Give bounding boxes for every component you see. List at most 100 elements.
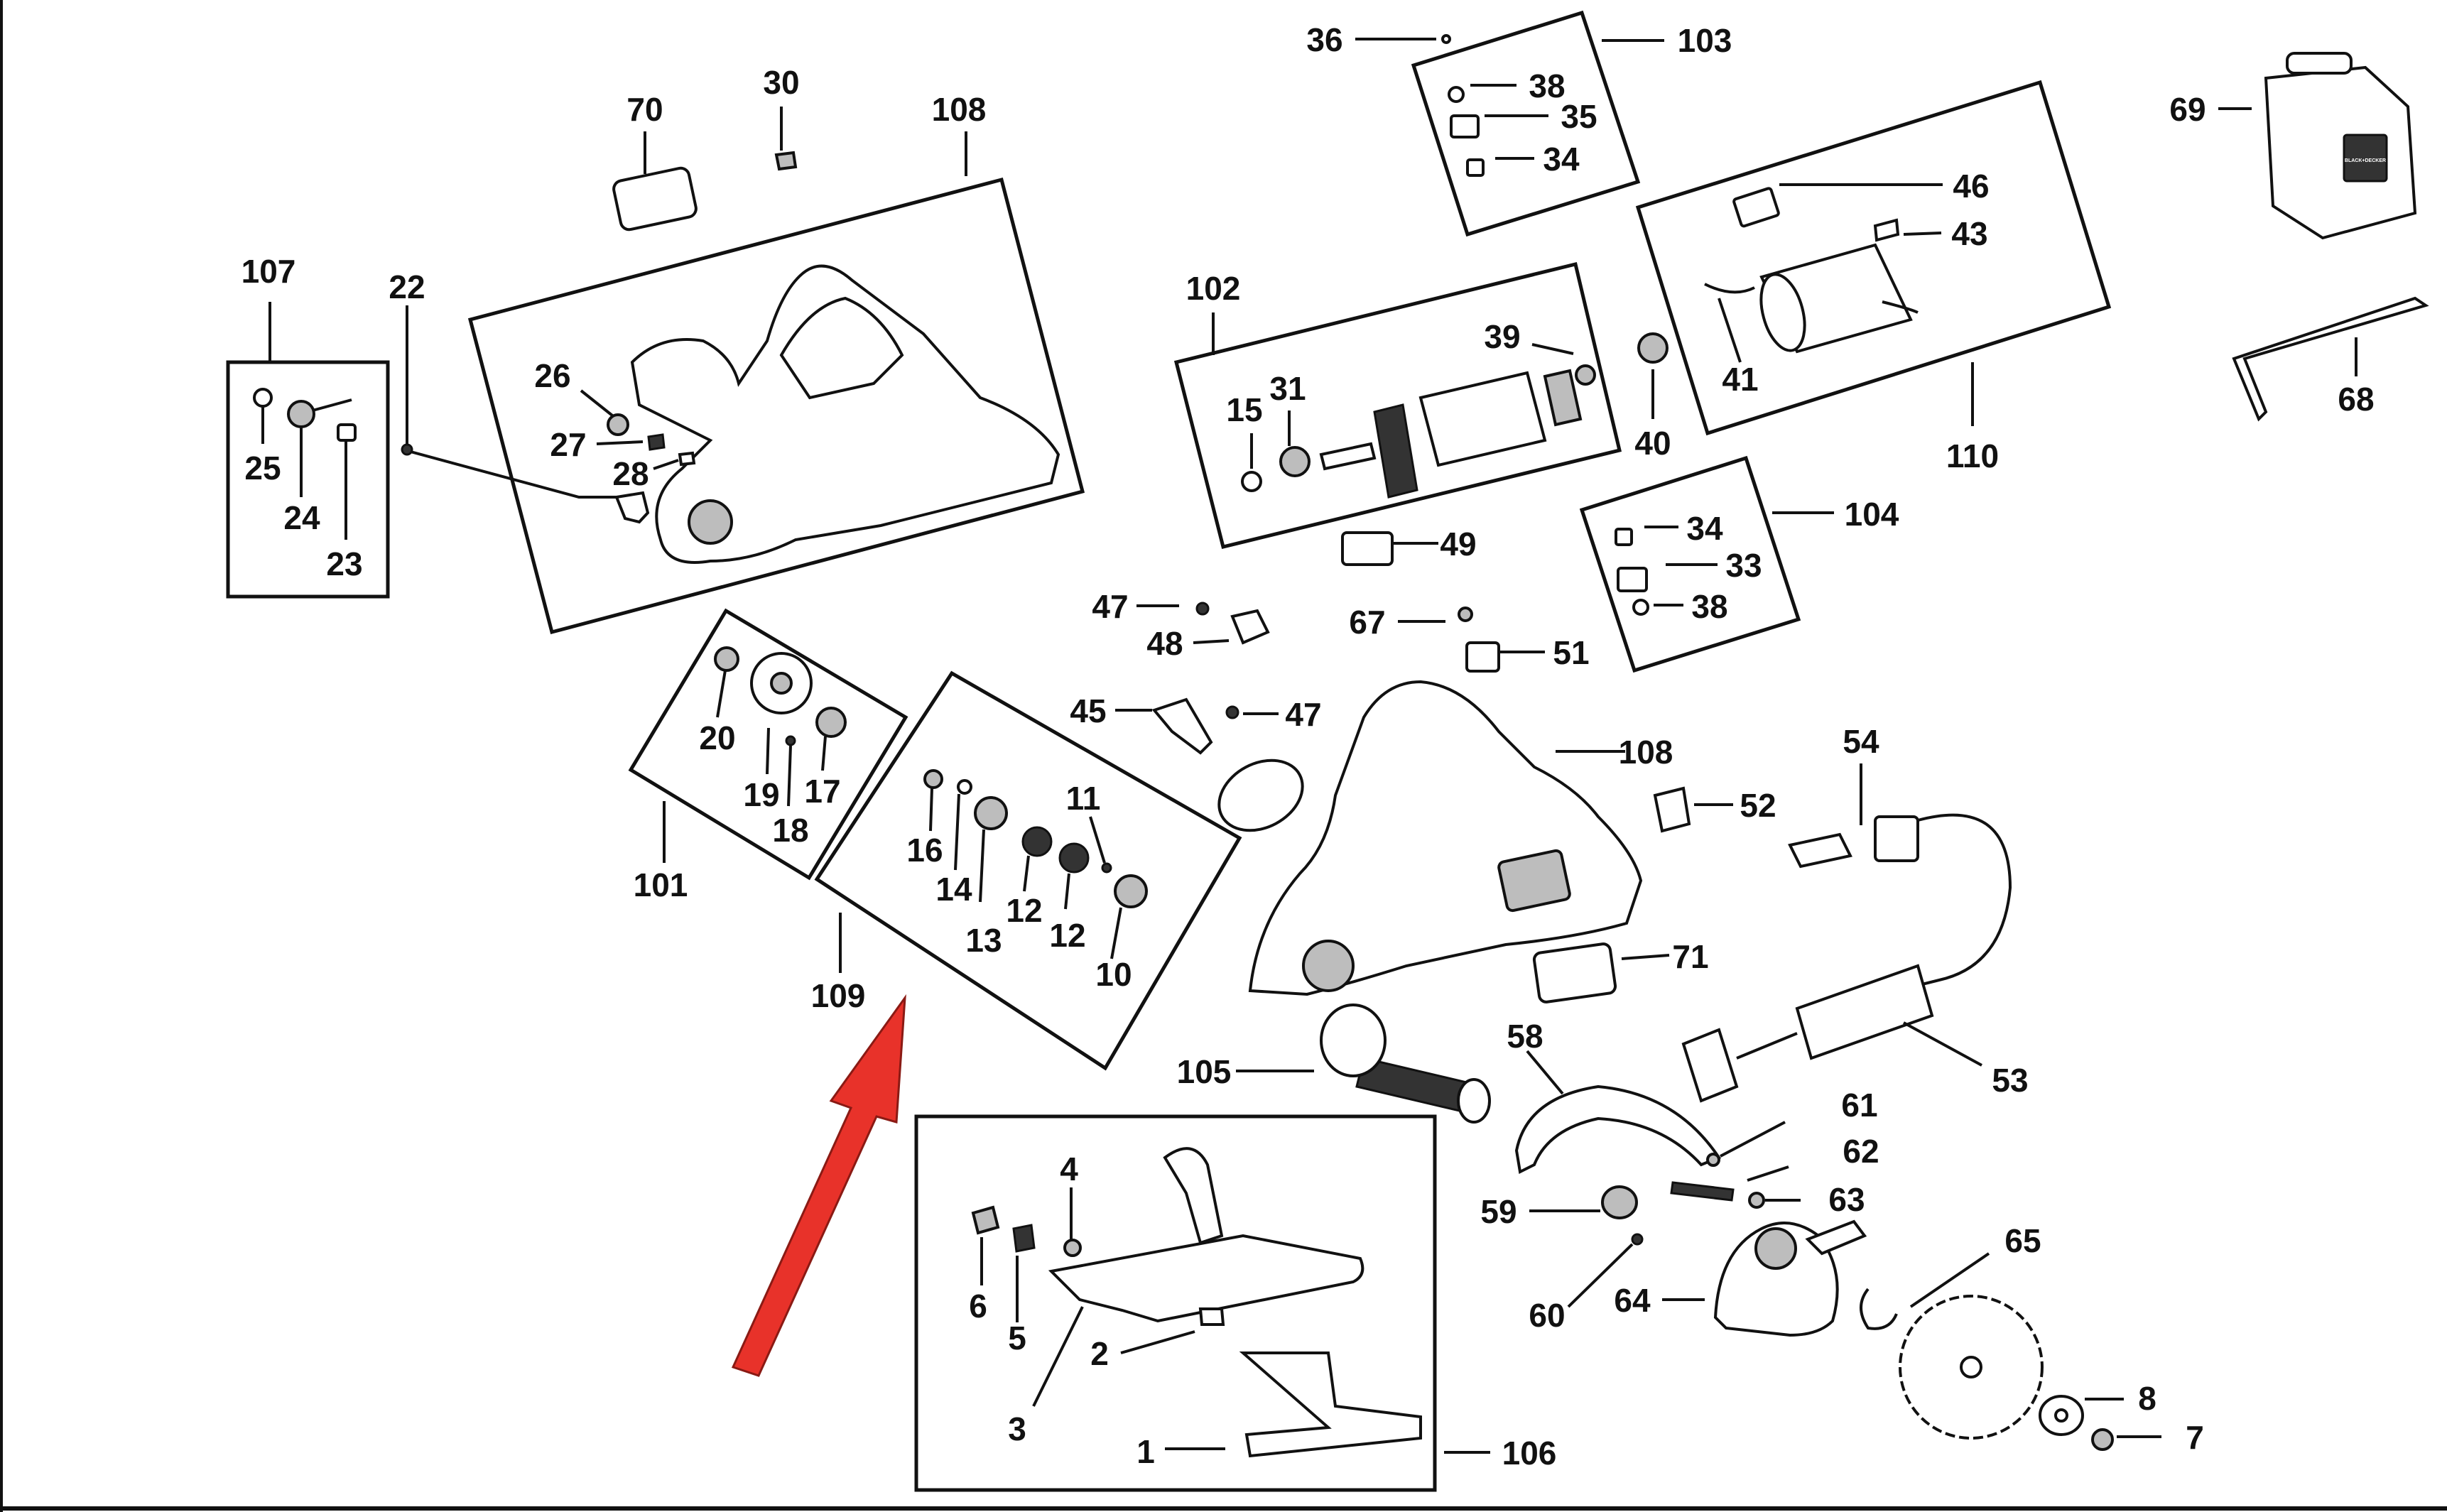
leader-2 [1120, 1330, 1195, 1354]
part-30-screw [774, 151, 798, 171]
callout-59: 59 [1480, 1193, 1517, 1230]
callout-4: 4 [1060, 1151, 1078, 1187]
part-38-spring-b [1632, 599, 1649, 616]
callout-7: 7 [2186, 1419, 2204, 1456]
part-41-lead-wire [1704, 283, 1755, 294]
part-65-circlip [1860, 1288, 1898, 1330]
callout-12-b: 12 [1049, 917, 1085, 954]
part-18-pin [785, 735, 796, 746]
part-11-key [1101, 862, 1112, 874]
callout-25: 25 [244, 450, 281, 486]
leader-11 [1089, 816, 1106, 864]
part-1-rip-fence [1239, 1351, 1422, 1458]
group-box-103 [1411, 10, 1641, 237]
leader-10 [1110, 907, 1122, 959]
part-110-field-ring [1759, 273, 1806, 352]
callout-24: 24 [283, 499, 320, 536]
callout-2: 2 [1090, 1335, 1109, 1372]
callout-13: 13 [965, 922, 1002, 959]
leader-26 [580, 389, 614, 417]
group-box-102 [1173, 261, 1622, 550]
callout-31: 31 [1269, 370, 1306, 407]
callout-39: 39 [1484, 318, 1520, 355]
part-27-spring [647, 433, 666, 451]
leader-71 [1621, 954, 1670, 960]
part-armature-shaft [1319, 442, 1377, 471]
callout-49: 49 [1440, 526, 1476, 562]
part-8-washer-hole [2054, 1408, 2068, 1423]
part-24-lever [312, 398, 352, 412]
callout-15: 15 [1226, 391, 1262, 428]
callout-1: 1 [1136, 1433, 1155, 1470]
part-108-housing-half [630, 264, 1060, 564]
part-34-brush [1466, 158, 1485, 177]
callout-28: 28 [612, 455, 649, 492]
group-box-107 [226, 360, 390, 599]
leader-18 [787, 745, 792, 807]
callout-54: 54 [1843, 723, 1879, 760]
callout-67: 67 [1349, 604, 1385, 641]
part-54-cord-guard [1874, 815, 1919, 862]
part-63-screw [1748, 1192, 1765, 1209]
part-69-carry-case [2264, 65, 2417, 240]
leader-16 [929, 788, 933, 832]
callout-34-mid: 34 [1686, 510, 1723, 547]
leader-20 [716, 670, 727, 718]
callout-5: 5 [1008, 1320, 1026, 1356]
part-26-bearing [607, 413, 629, 436]
part-59-bushing [1601, 1185, 1638, 1219]
part-69-brand-logo [2343, 134, 2388, 183]
part-67-spring [1458, 607, 1473, 622]
part-60-screw [1631, 1233, 1644, 1246]
callout-46: 46 [1953, 168, 1989, 205]
part-52-clip [1653, 786, 1691, 833]
leader-43 [1903, 232, 1942, 236]
part-3-base-plate [1048, 1234, 1364, 1323]
part-68-hex-key [2232, 296, 2429, 422]
part-108-assembled-saw-body [1248, 680, 1643, 996]
part-108-blade-hub [1302, 940, 1355, 992]
callout-64: 64 [1614, 1282, 1651, 1319]
callout-20: 20 [699, 719, 735, 756]
part-15-ring [1241, 471, 1262, 492]
part-105-dust-end [1457, 1078, 1491, 1124]
part-12-bearing-b [1058, 842, 1090, 874]
callout-104: 104 [1845, 496, 1899, 533]
callout-18: 18 [772, 812, 808, 849]
callout-17: 17 [804, 773, 840, 810]
part-24-switch-knob [287, 400, 315, 428]
callout-41: 41 [1722, 361, 1758, 398]
callout-48: 48 [1146, 625, 1183, 662]
part-7-nut [2091, 1428, 2114, 1451]
callout-26: 26 [534, 357, 570, 394]
part-108-handle-grip [1217, 758, 1304, 832]
leader-3 [1032, 1306, 1084, 1407]
group-box-101 [628, 608, 908, 881]
leader-27 [596, 440, 644, 445]
part-105-dust-cap [1320, 1004, 1387, 1077]
callout-69: 69 [2169, 91, 2205, 128]
part-17-bushing [815, 707, 847, 738]
part-51-cord-clamp [1465, 641, 1500, 673]
leader-13 [979, 829, 985, 903]
callout-60: 60 [1529, 1297, 1565, 1334]
part-20-washer [714, 646, 739, 672]
part-53-cord [1910, 813, 2012, 989]
part-25-ring [253, 388, 273, 408]
callout-107: 107 [242, 253, 296, 290]
callout-3: 3 [1008, 1410, 1026, 1447]
part-19-gear-hub [770, 672, 793, 695]
callout-47-a: 47 [1092, 588, 1128, 625]
part-53-strain-relief [1795, 964, 1934, 1060]
part-58-blade-guard [1514, 1084, 1722, 1174]
group-box-104 [1579, 455, 1801, 673]
group-box-110 [1635, 80, 2112, 436]
callout-10: 10 [1095, 956, 1132, 993]
callout-35: 35 [1561, 98, 1597, 135]
part-28-screw [678, 451, 696, 467]
callout-12-a: 12 [1006, 892, 1042, 929]
part-22-pin [614, 491, 650, 524]
group-box-108-housing [467, 177, 1085, 635]
part-36-pin [1441, 34, 1451, 44]
